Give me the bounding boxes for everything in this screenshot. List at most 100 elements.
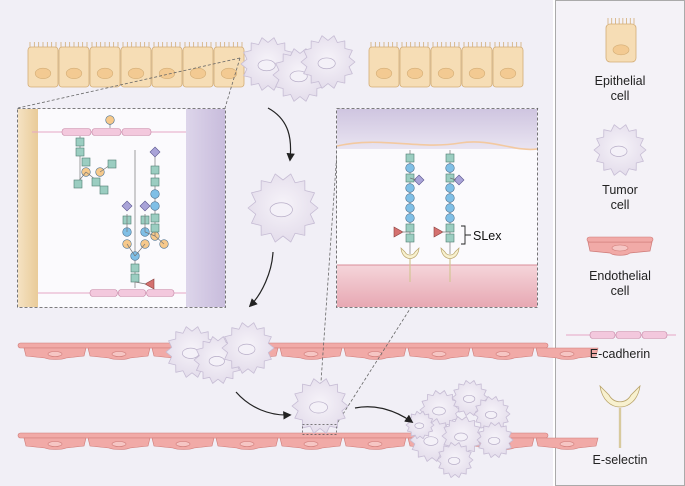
arrow-1	[267, 107, 295, 162]
glycan-tree-left	[73, 115, 169, 290]
e-selectin-receptor	[440, 247, 460, 282]
glycan-circle	[405, 193, 415, 203]
glycan-square	[75, 147, 85, 157]
glycan-square	[81, 157, 91, 167]
glycan-diamond	[453, 174, 465, 186]
endothelial-cell	[23, 437, 87, 450]
endothelial-cell	[23, 347, 87, 360]
glycan-square	[150, 213, 160, 223]
glycan-square	[91, 177, 101, 187]
glycan-square	[75, 137, 85, 147]
glycan-diamond	[121, 200, 133, 212]
inset-adjacent-membrane	[186, 109, 225, 307]
epithelial-cell	[213, 42, 245, 88]
glycan-square	[150, 177, 160, 187]
glycan-slex-chains	[393, 150, 465, 282]
glycan-square	[150, 165, 160, 175]
endothelial-layer-top	[17, 342, 599, 360]
glycan-circle	[405, 183, 415, 193]
endothelial-cell	[407, 347, 471, 360]
legend-label-e-cadherin: E-cadherin	[589, 347, 651, 361]
glycan-circle	[445, 163, 455, 173]
tumor-cell	[291, 378, 349, 434]
legend-label-epithelial-cell: Epithelial cell	[594, 74, 646, 103]
tumor-cell	[476, 422, 514, 458]
legend-icons	[566, 18, 676, 448]
glycan-diamond	[413, 174, 425, 186]
glycan-square	[445, 223, 455, 233]
glycan-square	[405, 153, 415, 163]
glycan-square	[405, 223, 415, 233]
tumor-cell	[221, 322, 275, 374]
slex-label: SLex	[473, 229, 502, 243]
arrow-3	[235, 391, 292, 420]
endothelial-cell	[87, 437, 151, 450]
epithelial-cell	[492, 42, 524, 88]
legend-icon-epithelial-cell	[605, 18, 637, 63]
epithelial-cell	[27, 42, 59, 88]
glycan-fucose	[433, 226, 444, 238]
tumor-cell	[300, 35, 356, 89]
legend-label-tumor-cell: Tumor cell	[602, 183, 638, 212]
tumor-cell	[436, 442, 474, 478]
glycan-square	[73, 179, 83, 189]
legend-label-e-selectin: E-selectin	[592, 453, 648, 467]
glycan-fucose	[393, 226, 404, 238]
glycan-circle	[150, 189, 160, 199]
inset-endothelial-membrane	[337, 265, 537, 307]
glycan-circle	[445, 183, 455, 193]
glycan-square	[130, 273, 140, 283]
glycan-square	[150, 223, 160, 233]
endothelial-cell	[87, 347, 151, 360]
arrow-4	[354, 406, 414, 423]
inset-slex-e-selectin-binding: SLex	[336, 108, 538, 308]
endothelial-cell	[343, 347, 407, 360]
endothelial-cell	[343, 437, 407, 450]
focus-box	[302, 424, 337, 435]
epithelial-cell	[182, 42, 214, 88]
glycan-circle	[105, 115, 115, 125]
glycan-square	[99, 185, 109, 195]
e-cadherin-molecule	[61, 128, 152, 136]
epithelial-cell	[461, 42, 493, 88]
glycan-circle	[445, 203, 455, 213]
tumor-cells	[165, 35, 514, 478]
endothelial-cell	[471, 347, 535, 360]
glycan-square	[405, 233, 415, 243]
slex-bracket	[461, 225, 471, 245]
glycan-circle	[405, 213, 415, 223]
epithelial-cell	[399, 42, 431, 88]
inset-epithelial-membrane	[18, 109, 38, 307]
inset-e-cadherin-glycosylation	[17, 108, 226, 308]
glycan-diamond	[139, 200, 151, 212]
legend-label-endothelial-cell: Endothelial cell	[589, 269, 651, 298]
epithelial-cell	[89, 42, 121, 88]
endothelial-cell	[279, 437, 343, 450]
e-cadherin-molecule	[89, 289, 175, 297]
endothelial-cell	[151, 437, 215, 450]
glycan-diamond	[149, 146, 161, 158]
epithelial-cell	[430, 42, 462, 88]
epithelial-cell	[151, 42, 183, 88]
epithelial-cell	[120, 42, 152, 88]
endothelial-cell	[535, 437, 599, 450]
legend-icon-e-cadherin	[566, 331, 676, 339]
glycan-square	[445, 233, 455, 243]
epithelial-cell	[368, 42, 400, 88]
glycan-circle	[150, 201, 160, 211]
glycan-circle	[445, 213, 455, 223]
glycan-circle	[445, 193, 455, 203]
migration-arrows	[235, 107, 414, 423]
legend-icon-tumor-cell	[593, 124, 647, 176]
endothelial-cell	[215, 437, 279, 450]
legend-icon-endothelial-cell	[586, 236, 654, 256]
glycan-fucose	[144, 278, 155, 290]
tumor-cell	[247, 173, 319, 243]
arrow-2	[248, 251, 274, 308]
epithelial-cell	[58, 42, 90, 88]
epithelial-cell-layer	[27, 42, 524, 88]
e-selectin-receptor	[400, 247, 420, 282]
endothelial-cell	[535, 347, 599, 360]
